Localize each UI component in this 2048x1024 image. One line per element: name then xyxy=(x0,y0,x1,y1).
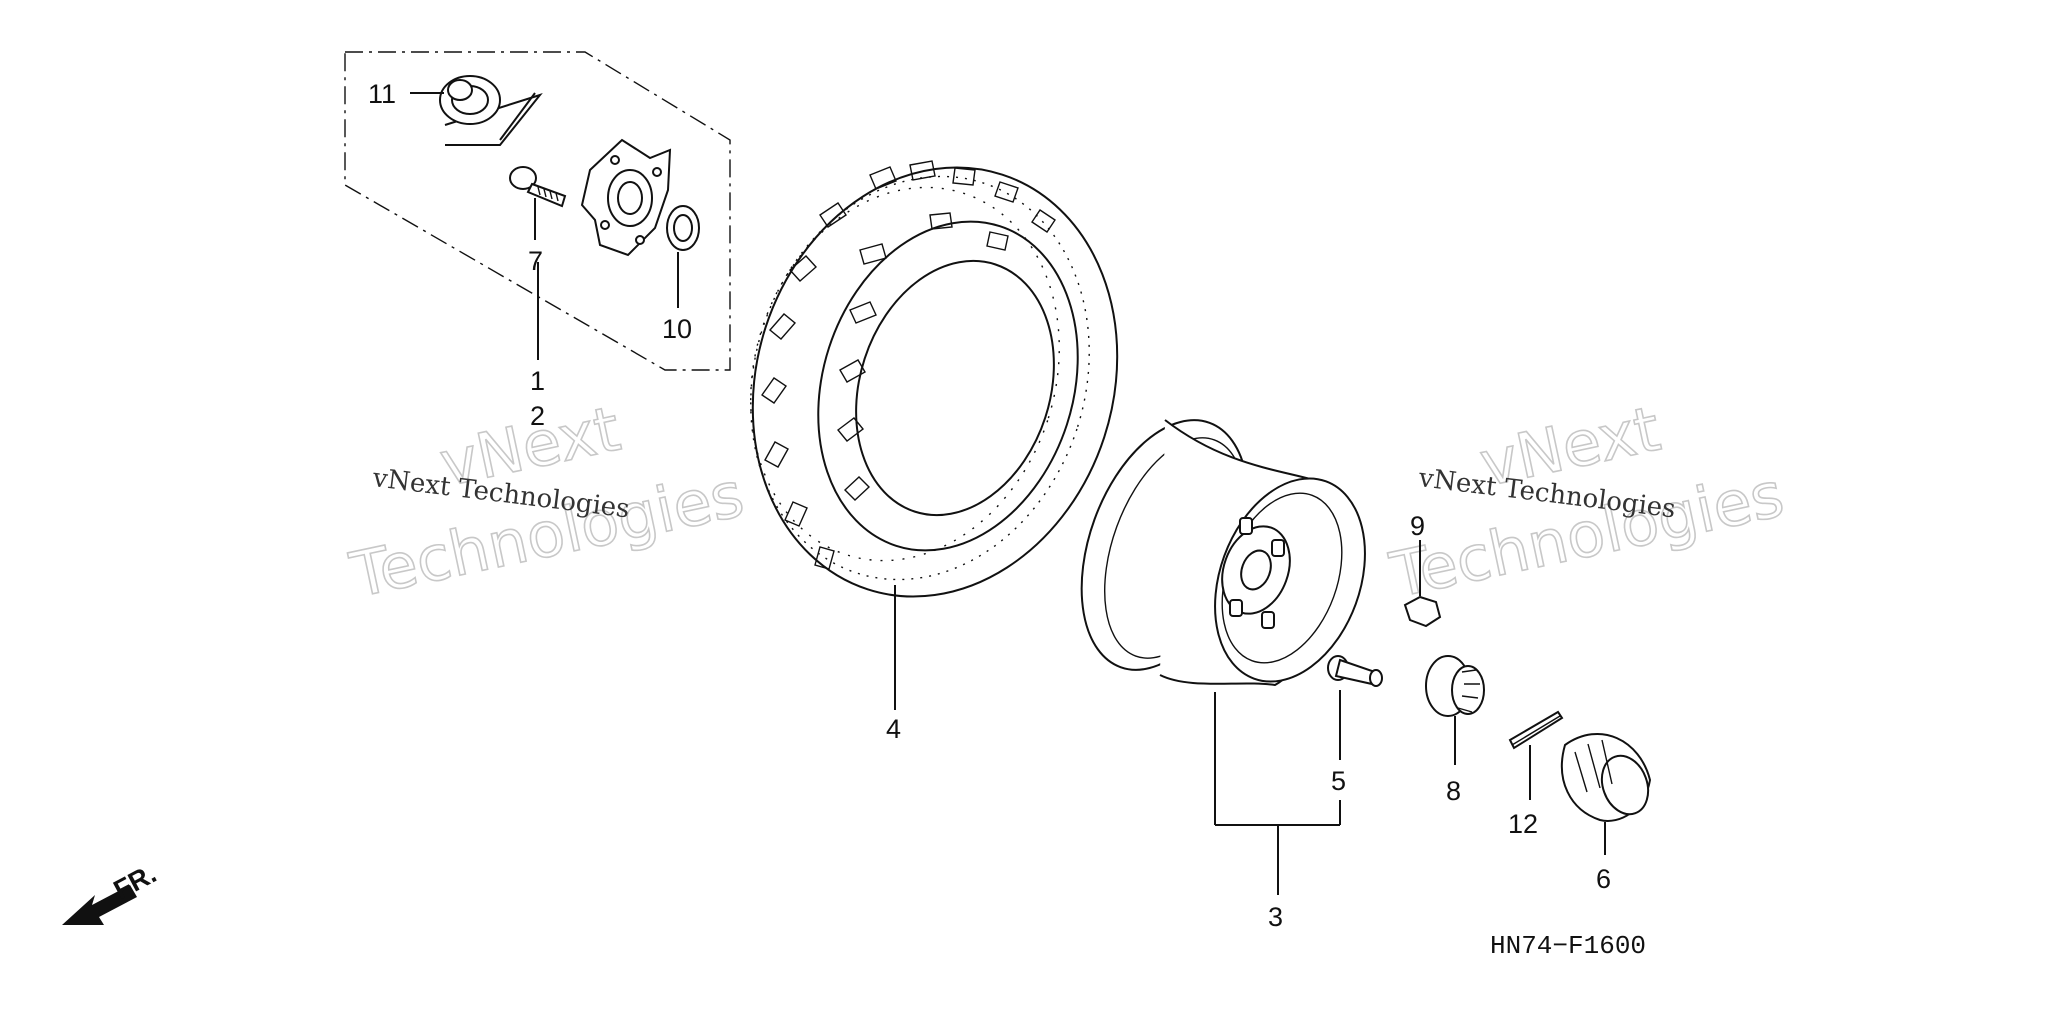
seal-part-10 xyxy=(666,205,700,308)
part-label-1: 1 xyxy=(530,366,545,396)
nut-part-9 xyxy=(1403,540,1442,628)
part-label-2: 2 xyxy=(530,401,545,431)
arrow-icon xyxy=(62,885,137,925)
part-label-10: 10 xyxy=(662,314,692,344)
bolt-part-7 xyxy=(509,166,567,240)
cotter-pin-part-12 xyxy=(1508,710,1564,800)
part-label-7: 7 xyxy=(528,246,543,276)
part-label-6: 6 xyxy=(1596,864,1611,894)
valve-part-5 xyxy=(1327,655,1383,825)
part-label-5: 5 xyxy=(1331,766,1346,796)
wheel-cap-part-6 xyxy=(1560,733,1652,855)
castle-nut-part-8 xyxy=(1425,655,1485,765)
part-label-4: 4 xyxy=(886,714,901,744)
part-label-9: 9 xyxy=(1410,511,1425,541)
part-label-3: 3 xyxy=(1268,902,1283,932)
hub-flange xyxy=(580,138,672,257)
front-direction-arrow: FR. xyxy=(62,858,161,925)
part-label-12: 12 xyxy=(1508,809,1538,839)
wheel-part-3 xyxy=(1080,419,1366,895)
diagram-code: HN74−F1600 xyxy=(1490,931,1646,961)
tire-part-4 xyxy=(750,160,1119,710)
part-label-8: 8 xyxy=(1446,776,1461,806)
part-label-11: 11 xyxy=(368,79,396,109)
collar-part-11 xyxy=(410,75,501,125)
